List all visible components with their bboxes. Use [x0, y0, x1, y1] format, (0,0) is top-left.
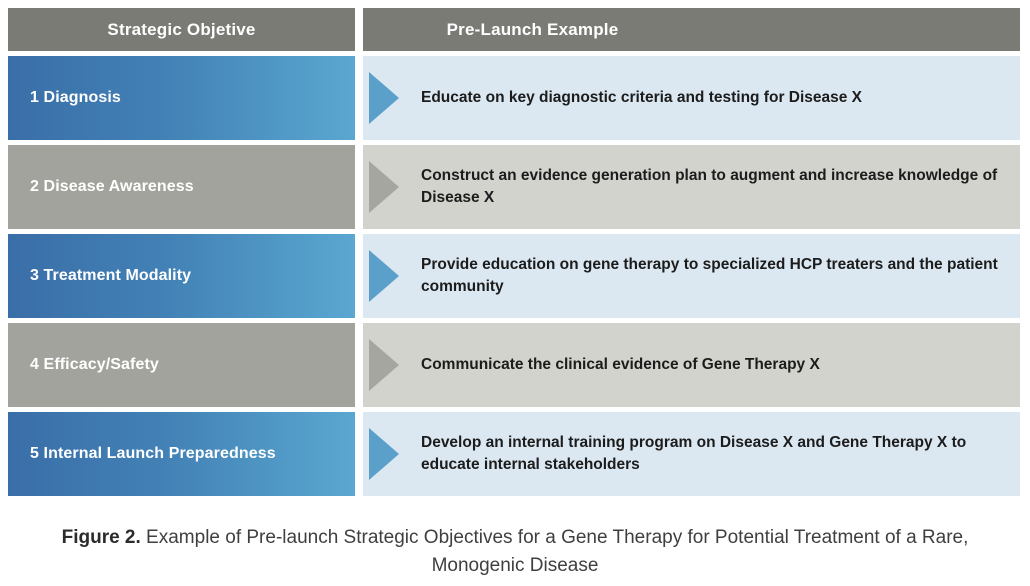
example-text-5: Develop an internal training program on … [421, 434, 967, 473]
column-gap [355, 323, 363, 407]
header-label-pre-launch-example: Pre-Launch Example [446, 19, 619, 39]
example-text-3: Provide education on gene therapy to spe… [421, 256, 998, 295]
example-cell-1: Educate on key diagnostic criteria and t… [363, 56, 1020, 140]
arrow-right-icon [369, 339, 399, 391]
figure-caption-label: Figure 2. [61, 527, 141, 548]
column-gap [355, 412, 363, 496]
example-text-1: Educate on key diagnostic criteria and t… [421, 89, 863, 106]
column-gap [355, 8, 363, 51]
example-text-4: Communicate the clinical evidence of Gen… [421, 356, 820, 373]
objective-label-2: 2 Disease Awareness [30, 178, 194, 195]
table-header-row: Strategic Objetive Pre-Launch Example [8, 8, 1020, 51]
objective-cell-1: 1 Diagnosis [8, 56, 355, 140]
figure-caption: Figure 2. Example of Pre-launch Strategi… [60, 524, 970, 579]
example-cell-4: Communicate the clinical evidence of Gen… [363, 323, 1020, 407]
figure-caption-text: Example of Pre-launch Strategic Objectiv… [140, 527, 969, 576]
objective-cell-4: 4 Efficacy/Safety [8, 323, 355, 407]
objective-label-3: 3 Treatment Modality [30, 267, 192, 284]
objective-label-1: 1 Diagnosis [30, 89, 121, 106]
column-gap [355, 56, 363, 140]
arrow-right-icon [369, 161, 399, 213]
arrow-right-icon [369, 72, 399, 124]
table-row: 5 Internal Launch Preparedness Develop a… [8, 412, 1020, 496]
objective-cell-5: 5 Internal Launch Preparedness [8, 412, 355, 496]
header-cell-strategic-objective: Strategic Objetive [8, 8, 355, 51]
objective-cell-3: 3 Treatment Modality [8, 234, 355, 318]
example-text-2: Construct an evidence generation plan to… [421, 167, 998, 206]
column-gap [355, 145, 363, 229]
header-cell-pre-launch-example: Pre-Launch Example [363, 8, 1020, 51]
table-row: 3 Treatment Modality Provide education o… [8, 234, 1020, 318]
example-cell-5: Develop an internal training program on … [363, 412, 1020, 496]
table-row: 2 Disease Awareness Construct an evidenc… [8, 145, 1020, 229]
arrow-right-icon [369, 428, 399, 480]
example-cell-2: Construct an evidence generation plan to… [363, 145, 1020, 229]
example-cell-3: Provide education on gene therapy to spe… [363, 234, 1020, 318]
header-label-wrap: Pre-Launch Example [363, 20, 1020, 40]
table-row: 4 Efficacy/Safety Communicate the clinic… [8, 323, 1020, 407]
objective-label-4: 4 Efficacy/Safety [30, 356, 159, 373]
objective-label-5: 5 Internal Launch Preparedness [30, 445, 276, 462]
objective-cell-2: 2 Disease Awareness [8, 145, 355, 229]
header-label-strategic-objective: Strategic Objetive [107, 19, 256, 39]
arrow-right-icon [369, 250, 399, 302]
table-row: 1 Diagnosis Educate on key diagnostic cr… [8, 56, 1020, 140]
strategic-objectives-table: Strategic Objetive Pre-Launch Example 1 … [8, 8, 1020, 501]
column-gap [355, 234, 363, 318]
